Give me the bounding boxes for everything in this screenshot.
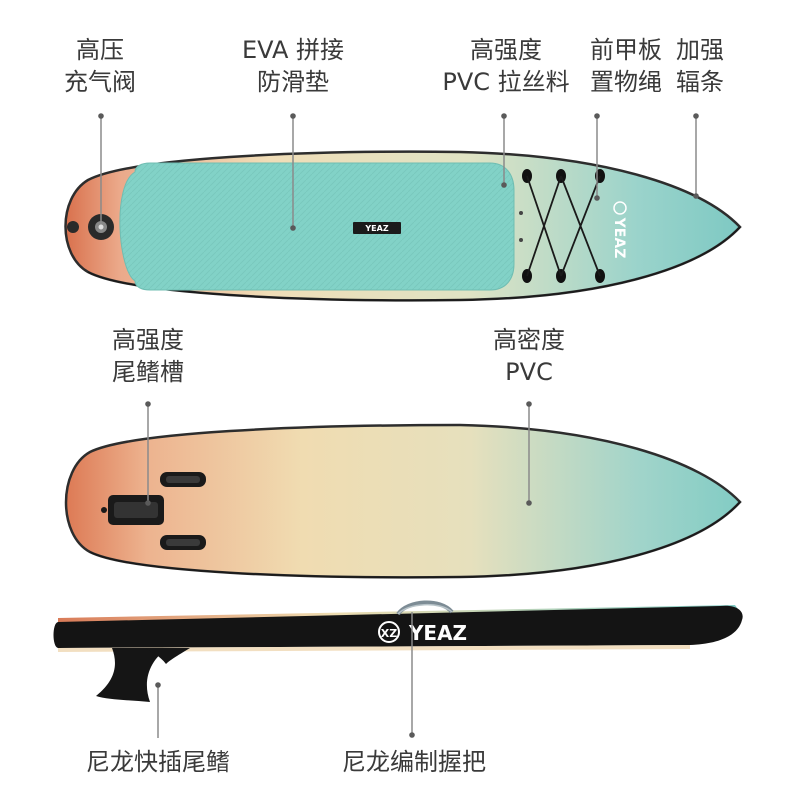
brand-badge-icon: XZ [378, 621, 400, 643]
valve-icon [67, 214, 114, 240]
leader-lines [98, 113, 699, 738]
deck-logo-text: YEAZ [364, 224, 388, 233]
callout-deck-pad: EVA 拼接 防滑垫 [241, 36, 345, 96]
board-bottom-view [64, 423, 742, 579]
top-brand-text: YEAZ [611, 217, 627, 259]
svg-text:XZ: XZ [381, 627, 397, 640]
handle-icon [396, 600, 454, 616]
bungee-cord-icon [519, 169, 605, 283]
callout-valve: 高压 充气阀 [64, 36, 136, 96]
callout-pvc-drop: 高强度 PVC 拉丝料 [442, 36, 570, 96]
callout-fin: 尼龙快插尾鳍 [86, 748, 230, 776]
fin-icon [96, 648, 190, 702]
callout-handle: 尼龙编制握把 [342, 748, 486, 776]
callout-pvc-bottom: 高密度 PVC [493, 326, 565, 386]
board-side-view: XZ YEAZ [53, 600, 743, 702]
side-brand-text: YEAZ [408, 621, 467, 645]
callout-bungee: 前甲板 置物绳 [590, 36, 662, 96]
board-top-view: YEAZ YEAZ [64, 150, 742, 302]
deck-logo-tag [353, 222, 401, 234]
callout-fin-box: 高强度 尾鳍槽 [112, 326, 184, 386]
callout-stringer: 加强 辐条 [676, 36, 724, 96]
fin-box-icon [101, 495, 164, 525]
eva-deck-pad [119, 162, 515, 291]
